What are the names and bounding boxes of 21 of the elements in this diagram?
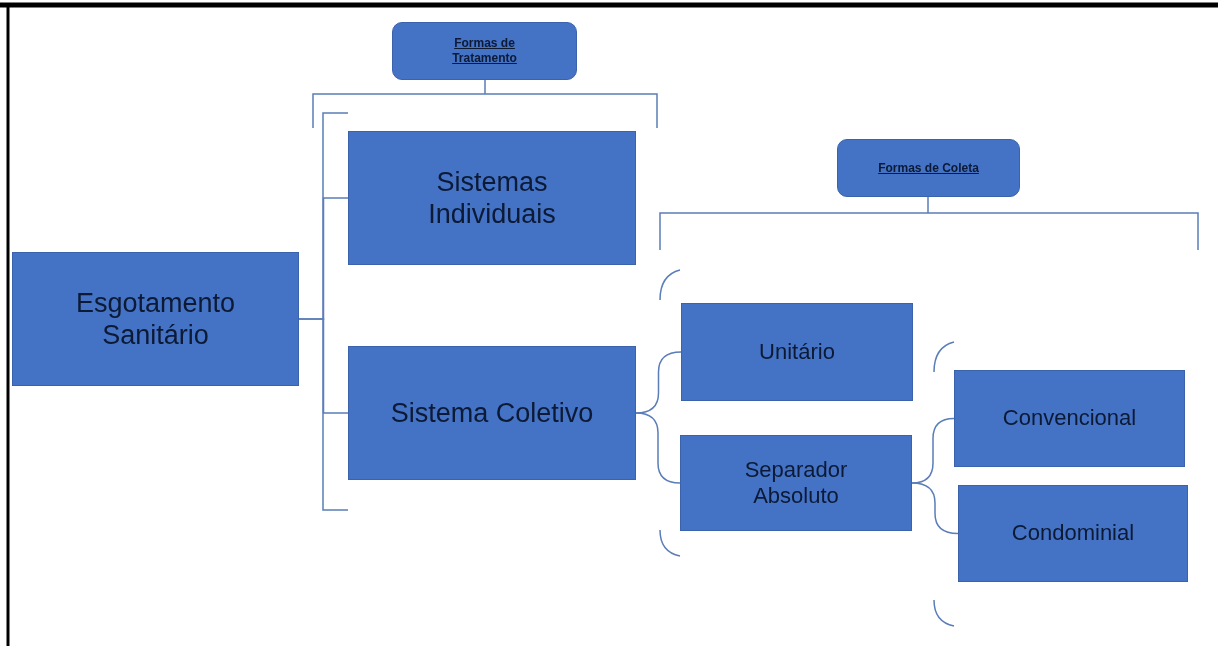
node-label: Separador Absoluto: [743, 456, 849, 510]
process-box: [681, 303, 913, 401]
process-box: [12, 252, 299, 386]
node-label: Unitário: [759, 338, 835, 366]
node-label: Sistemas Individuais: [427, 165, 557, 231]
node-label: Formas de Coleta: [878, 160, 979, 176]
node-label: Convencional: [1002, 405, 1137, 432]
process-box: [680, 435, 912, 531]
process-box: [348, 131, 636, 265]
connector: [911, 482, 959, 535]
connector: [298, 318, 349, 414]
process-box: [954, 370, 1185, 467]
connector: [635, 412, 681, 484]
node-label: Condominial: [1011, 520, 1135, 547]
node-label: Esgotamento Sanitário: [74, 286, 237, 352]
node-label: Formas de Tratamento: [451, 36, 518, 66]
header-tag: [392, 22, 577, 80]
process-box: [348, 346, 636, 480]
node-label: Sistema Coletivo: [390, 396, 594, 430]
header-tag: [837, 139, 1020, 197]
process-box: [958, 485, 1188, 582]
